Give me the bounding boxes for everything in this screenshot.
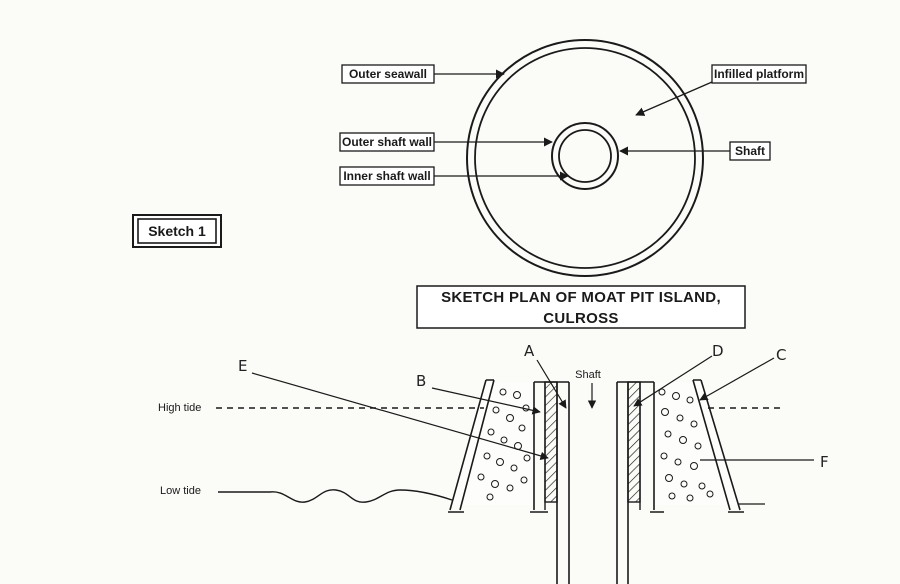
- outer-shaft-wall-label: Outer shaft wall: [342, 135, 432, 149]
- infilled-platform-label: Infilled platform: [714, 67, 804, 81]
- letter-d: D: [712, 342, 724, 360]
- seawall-left: [449, 379, 495, 511]
- title-box: SKETCH PLAN OF MOAT PIT ISLAND, CULROSS: [416, 285, 746, 329]
- shaft-wall-right-hatched: [627, 381, 641, 503]
- letter-c: C: [776, 346, 786, 364]
- infilled-platform-arrow: [635, 81, 713, 116]
- letter-f: F: [820, 453, 829, 471]
- outer-seawall-outer-ring: [466, 39, 704, 277]
- letter-a: A: [524, 342, 535, 360]
- arrow-b: [431, 387, 541, 415]
- seawall-right: [692, 379, 741, 511]
- low-tide-label: Low tide: [160, 485, 201, 497]
- outer-shaft-wall-ring: [551, 122, 619, 190]
- low-tide-line: [218, 489, 453, 503]
- plan-view: Outer seawall Infilled platform Outer sh…: [339, 39, 807, 277]
- title-line-1: SKETCH PLAN OF MOAT PIT ISLAND,: [441, 289, 721, 306]
- arrow-a: [536, 359, 567, 409]
- letter-b: B: [416, 372, 426, 390]
- outer-seawall-inner-ring: [474, 47, 696, 269]
- arrow-e: [251, 372, 549, 460]
- title-line-2: CULROSS: [543, 310, 618, 327]
- sketch-badge: Sketch 1: [132, 214, 222, 248]
- inner-shaft-wall-ring: [558, 129, 612, 183]
- rubble-right: [658, 388, 714, 502]
- letter-e: E: [238, 357, 247, 375]
- shaft-label: Shaft: [735, 144, 765, 158]
- shaft-wall-left-hatched: [544, 381, 558, 503]
- outer-seawall-label: Outer seawall: [349, 67, 427, 81]
- arrow-c: [699, 357, 775, 401]
- sketch-badge-label: Sketch 1: [148, 223, 206, 239]
- infilled-platform-label-box: [711, 64, 807, 84]
- cross-section: Shaft High tide Low tide E B A D C F: [158, 342, 829, 584]
- section-shaft-label: Shaft: [575, 369, 601, 381]
- infill-left: [450, 382, 533, 505]
- rubble-left: [477, 388, 531, 501]
- arrow-d: [633, 355, 713, 407]
- high-tide-label: High tide: [158, 402, 201, 414]
- inner-shaft-wall-label: Inner shaft wall: [343, 169, 430, 183]
